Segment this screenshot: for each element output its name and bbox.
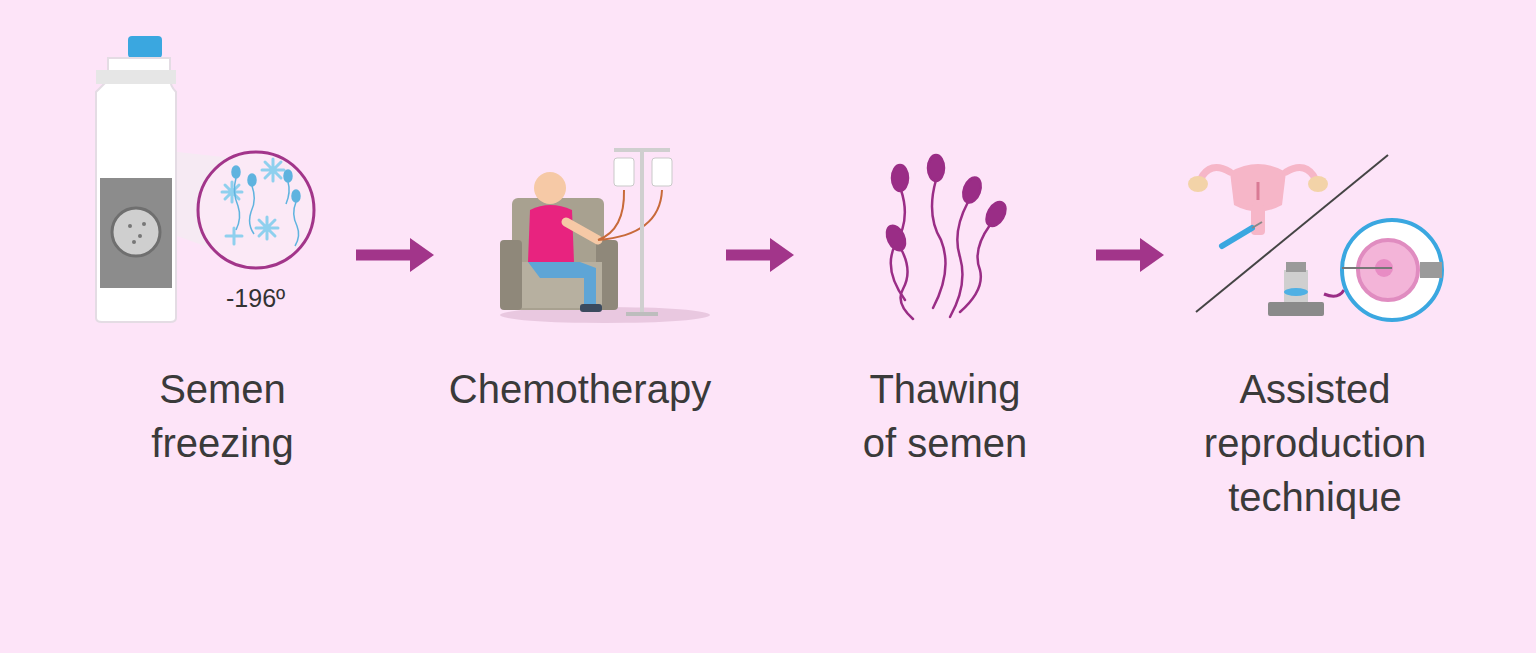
frozen-semen-bottle [96, 36, 314, 322]
assisted-reproduction-icons [1188, 155, 1442, 320]
chemotherapy-patient [500, 148, 710, 323]
step-caption: Semen freezing [95, 362, 350, 470]
step-caption: Assisted reproduction technique [1185, 362, 1445, 524]
step-box: Thawing of semen [800, 140, 1090, 510]
step-box: Assisted reproduction technique [1170, 140, 1460, 510]
flow-arrow [1096, 238, 1164, 272]
flow-arrow [356, 238, 434, 272]
thawed-sperm [883, 155, 1009, 319]
step-box: Semen freezing [95, 140, 350, 510]
step-box: Chemotherapy [440, 140, 720, 510]
flow-arrow [726, 238, 794, 272]
step-caption: Thawing of semen [850, 362, 1040, 470]
step-caption: Chemotherapy [440, 362, 720, 416]
temperature-label: -196º [226, 284, 285, 313]
